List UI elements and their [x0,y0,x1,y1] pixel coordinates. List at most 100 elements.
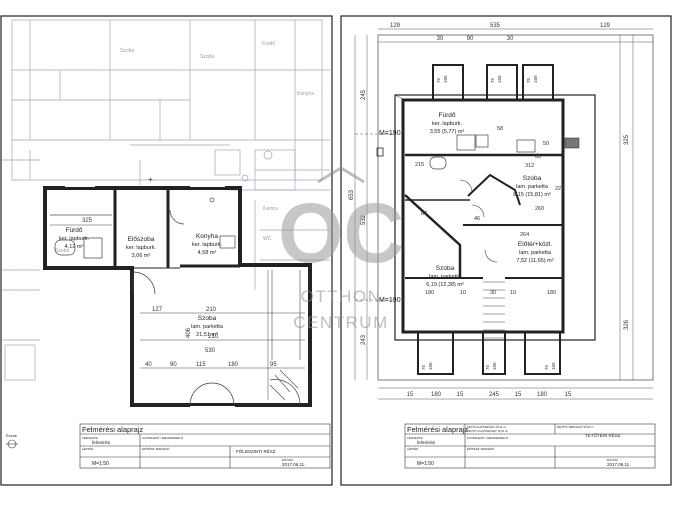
tb-label: TERVEZTE [82,436,98,440]
attic-bottom-dimensions: 15 180 15 245 15 180 15 [407,392,572,398]
drawing-name: TETŐTÉRI RÉSZ [585,432,621,438]
dimension-label: 530 [205,348,216,354]
otthon-centrum-watermark: OC OTTHON CENTRUM [278,166,404,332]
sheet-title: Felmérési alaprajz [82,425,144,434]
tb-label: KIVITELEZŐ / MEGRENDELŐ [142,435,184,440]
dimension-label: 30 [437,36,444,42]
dimension-label: 210 [208,334,219,340]
dimension-label: 406 [186,327,192,338]
dimension-label: 532 [361,214,367,225]
room-area: 3,55 (5,77) m² [430,129,465,135]
room-area: 8,15 (15,81) m² [513,192,551,198]
left-title-block-text: Felmérési alaprajz TERVEZTE felmérési KI… [82,425,305,467]
height-mark: M=190 [379,130,401,137]
room-finish: ker. lapburk. [432,121,462,127]
dimension-label: 326 [624,319,630,330]
tb-label: LÉPTÉK [407,446,419,451]
room-finish: ker. lapburk. [59,236,89,242]
window-label: 75 [436,77,441,83]
window-label: 75 [485,364,490,370]
room-finish: lam. parketta [519,250,552,256]
room-area: 3,06 m² [132,253,151,259]
north-arrow-icon: Észak [6,433,18,449]
dimension-label: 15 [407,392,414,398]
dimension-label: 535 [490,23,501,29]
bg-room-label: WC [263,236,272,242]
window-label: 75 [526,77,531,83]
dimension-label: 115 [196,362,206,368]
attic-top-dimensions: 129 535 129 30 90 30 [390,23,611,42]
scale-value: M=1:50 [92,461,109,467]
dimension-label: 245 [489,392,500,398]
dimension-label: 245 [361,89,367,100]
tb-label: DÁTUM [282,458,293,462]
bg-room-label: Szoba [120,48,134,54]
dimension-label: 30 [490,290,496,296]
room-finish: lam. parketta [429,274,462,280]
dimension-label: 325 [82,218,93,224]
room-area: 7,52 (11,65) m² [516,258,553,264]
watermark-monogram: OC [278,186,404,280]
tb-label: DÁTUM [607,458,618,462]
ground-room-labels: Fürdő ker. lapburk. 4,12 m² Előszoba ker… [59,227,224,338]
bg-room-label: Fürdő [262,41,275,47]
dimension-label: 325 [624,134,630,145]
tb-value: felmérési [92,440,110,445]
dimension-label: 227 [555,186,564,192]
dimension-label: 46 [474,216,480,222]
dimension-label: 180 [537,392,548,398]
room-name: Szoba [523,175,542,182]
tb-label: NETTÓ ALAPTERÜLET: 25,41 m² [467,424,506,429]
attic-inner-dimensions: 215 58 312 50 63 260 264 227 87 46 180 1… [415,126,564,296]
date-value: 2017.06.11. [282,462,305,467]
dimension-label: 653 [349,189,355,200]
room-area: 4,58 m² [198,250,217,256]
background-site-plan [2,19,330,381]
room-name: Szoba [436,265,455,272]
ground-dimension-labels: 325 210 127 210 530 40 90 115 180 95 406 [82,218,277,368]
tb-label: TERVEZTE [407,436,423,440]
dimension-label: 15 [565,392,572,398]
dimension-label: 30 [507,36,514,42]
room-name: Szoba [198,315,217,322]
attic-floor-plan [376,34,654,381]
room-name: Előtér+közl. [518,241,552,248]
tb-label: BRUTTÓ ALAPTERÜLET: 45,61 m² [467,428,508,433]
height-mark: M=190 [379,297,401,304]
otthon-centrum-logo-icon: OC [278,166,404,280]
tb-label: LÉPTÉK [82,446,94,451]
window-label: 75 [544,364,549,370]
dimension-label: 180 [547,290,556,296]
tb-label: BRUTTÓ TÉRFOGAT: 55,00 m³ [557,424,594,429]
plus-marker: + [148,175,153,184]
attic-dimension-lines [354,28,653,400]
dimension-label: 243 [361,334,367,345]
dimension-label: 50 [543,141,549,147]
room-finish: ker. lapburk. [126,245,156,251]
left-sheet: Szoba Szoba Szoba Fürdő Konyha Kamra WC [0,15,333,486]
room-area: 21,51 m² [196,332,218,338]
watermark-line2: CENTRUM [293,313,389,332]
dimension-label: 180 [228,362,239,368]
dimension-label: 264 [520,232,529,238]
dimension-label: 129 [600,23,611,29]
bg-room-label: Szoba [200,54,214,60]
right-sheet: 129 535 129 30 90 30 15 180 15 245 15 18… [340,15,672,486]
window-label: 75 [421,364,426,370]
dimension-label: 180 [425,290,434,296]
dimension-label: 15 [515,392,522,398]
dimension-label: 90 [467,36,474,42]
tb-value: felmérési [417,440,435,445]
attic-room-labels: Fürdő ker. lapburk. 3,55 (5,77) m² Szoba… [426,112,554,288]
tb-label: KIVITELEZŐ / MEGRENDELŐ [467,435,509,440]
dimension-label: 40 [145,362,152,368]
sheet-title: Felmérési alaprajz [407,425,469,434]
drawing-name: FÖLDSZINTI RÉSZ [236,448,276,454]
attic-side-dimensions: 245 653 532 243 325 326 [349,89,630,345]
background-room-labels: Szoba Szoba Szoba Fürdő Konyha Kamra WC [55,41,314,254]
dimension-label: 95 [270,362,277,368]
dimension-label: 58 [497,126,503,132]
window-label: 160 [492,362,497,370]
